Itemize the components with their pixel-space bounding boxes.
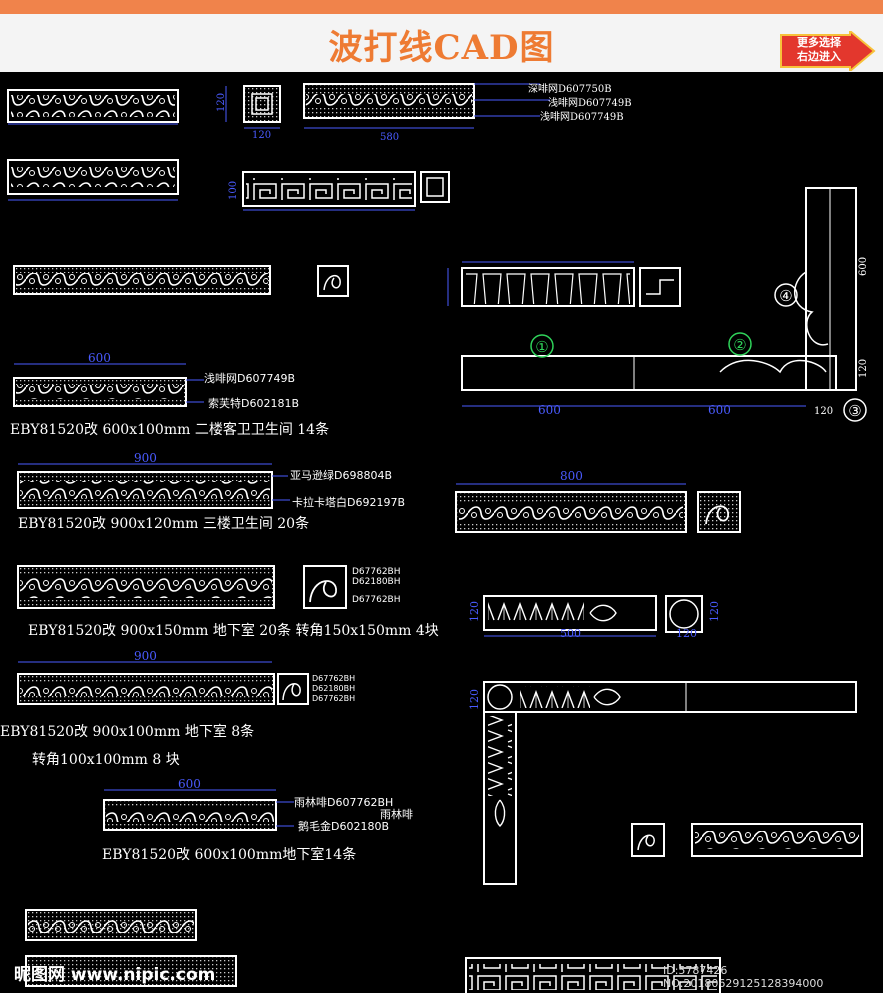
dim-900: 900	[134, 649, 157, 663]
marker-4: ④	[779, 287, 792, 305]
material-label: 鹅毛金D602180B	[298, 820, 390, 833]
material-label: D62180BH	[312, 684, 356, 693]
marker-1: ①	[535, 338, 548, 356]
leaf-border-drawing: 500 120 120 120	[468, 595, 721, 640]
dim-580: 580	[380, 132, 399, 143]
watermark-logo: 昵图网 www.nipic.com	[14, 965, 216, 985]
border-drawing-3	[7, 159, 179, 201]
border-drawing-6: 900	[17, 451, 290, 509]
cad-drawing: 120 120 580 深啡网D607750B 浅啡网D607749B 浅啡网D…	[7, 83, 869, 993]
dim-900: 900	[134, 451, 157, 465]
corner-tile-1: 120 120	[216, 85, 281, 141]
material-label: 浅啡网D607749B	[540, 110, 624, 123]
more-options-button[interactable]: 更多选择 右边进入	[780, 28, 876, 74]
dim-120: 120	[708, 601, 721, 622]
dim-600: 600	[858, 257, 869, 276]
material-label: 卡拉卡塔白D692197B	[292, 496, 406, 509]
top-accent-bar	[0, 0, 883, 14]
caption: EBY81520改 600x100mm 二楼客卫卫生间 14条	[10, 422, 330, 438]
material-label: 亚马逊绿D698804B	[290, 469, 393, 482]
caption: EBY81520改 900x120mm 三楼卫生间 20条	[18, 516, 310, 532]
border-drawing-10: 600	[103, 777, 294, 831]
page-title: 波打线CAD图	[328, 28, 555, 68]
marker-3: ③	[848, 402, 861, 420]
watermark-id: ID:5787426 NO:20180629125128394000	[663, 964, 824, 990]
dim-120: 120	[676, 627, 697, 640]
dim-120: 120	[468, 689, 481, 710]
border-drawing-9: 900	[17, 649, 309, 705]
material-label: 浅啡网D607749B	[204, 372, 296, 385]
panel-border-drawing	[447, 261, 681, 307]
dim-600: 600	[178, 777, 201, 791]
dim-120: 120	[814, 406, 833, 417]
border-drawing-12	[25, 909, 237, 987]
dim-120: 120	[216, 93, 227, 112]
greek-key-border: 100	[228, 171, 450, 211]
border-drawing-11	[631, 823, 863, 857]
more-options-line1: 更多选择	[797, 36, 841, 49]
material-label: 雨林啡D607762BH	[294, 796, 394, 809]
greek-key-border-2	[465, 957, 721, 993]
caption: EBY81520改 900x100mm 地下室 8条	[0, 724, 255, 740]
material-label: D67762BH	[312, 694, 356, 703]
material-label: 索芙特D602181B	[208, 397, 300, 410]
dim-800: 800	[560, 469, 583, 483]
dim-100: 100	[228, 181, 239, 200]
dim-600: 600	[708, 403, 731, 417]
marker-2: ②	[733, 336, 746, 354]
dim-600: 600	[538, 403, 561, 417]
material-label: D67762BH	[352, 567, 401, 577]
material-label: D67762BH	[352, 595, 401, 605]
dim-120: 120	[858, 359, 869, 378]
border-drawing-8	[17, 565, 347, 609]
border-drawing-4	[13, 265, 349, 297]
dim-500: 500	[560, 627, 581, 640]
material-label: 浅啡网D607749B	[548, 96, 632, 109]
dim-120: 120	[468, 601, 481, 622]
material-label: 深啡网D607750B	[528, 83, 612, 95]
dim-600: 600	[88, 351, 111, 365]
material-label: 雨林啡	[380, 808, 413, 821]
arrow-right-icon	[780, 28, 876, 74]
border-drawing-2: 580 深啡网D607750B 浅啡网D607749B 浅啡网D607749B	[303, 83, 632, 143]
caption: EBY81520改 600x100mm地下室14条	[102, 847, 357, 863]
caption: EBY81520改 900x150mm 地下室 20条 转角150x150mm …	[28, 623, 439, 639]
corner-layout-drawing: 600 600 120 600 120 ① ② ③ ④	[461, 187, 869, 422]
caption: 转角100x100mm 8 块	[32, 752, 180, 768]
border-drawing-1	[7, 89, 179, 125]
material-label: D62180BH	[352, 577, 401, 587]
border-drawing-7: 800	[455, 469, 741, 533]
cad-drawing-area: 120 120 580 深啡网D607750B 浅啡网D607749B 浅啡网D…	[0, 72, 883, 993]
leaf-corner-drawing: 120	[468, 681, 857, 885]
more-options-line2: 右边进入	[797, 50, 841, 63]
material-label: D67762BH	[312, 674, 356, 683]
dim-120: 120	[252, 130, 271, 141]
header: 波打线CAD图 更多选择 右边进入	[0, 14, 883, 74]
border-drawing-5: 600	[13, 351, 204, 407]
